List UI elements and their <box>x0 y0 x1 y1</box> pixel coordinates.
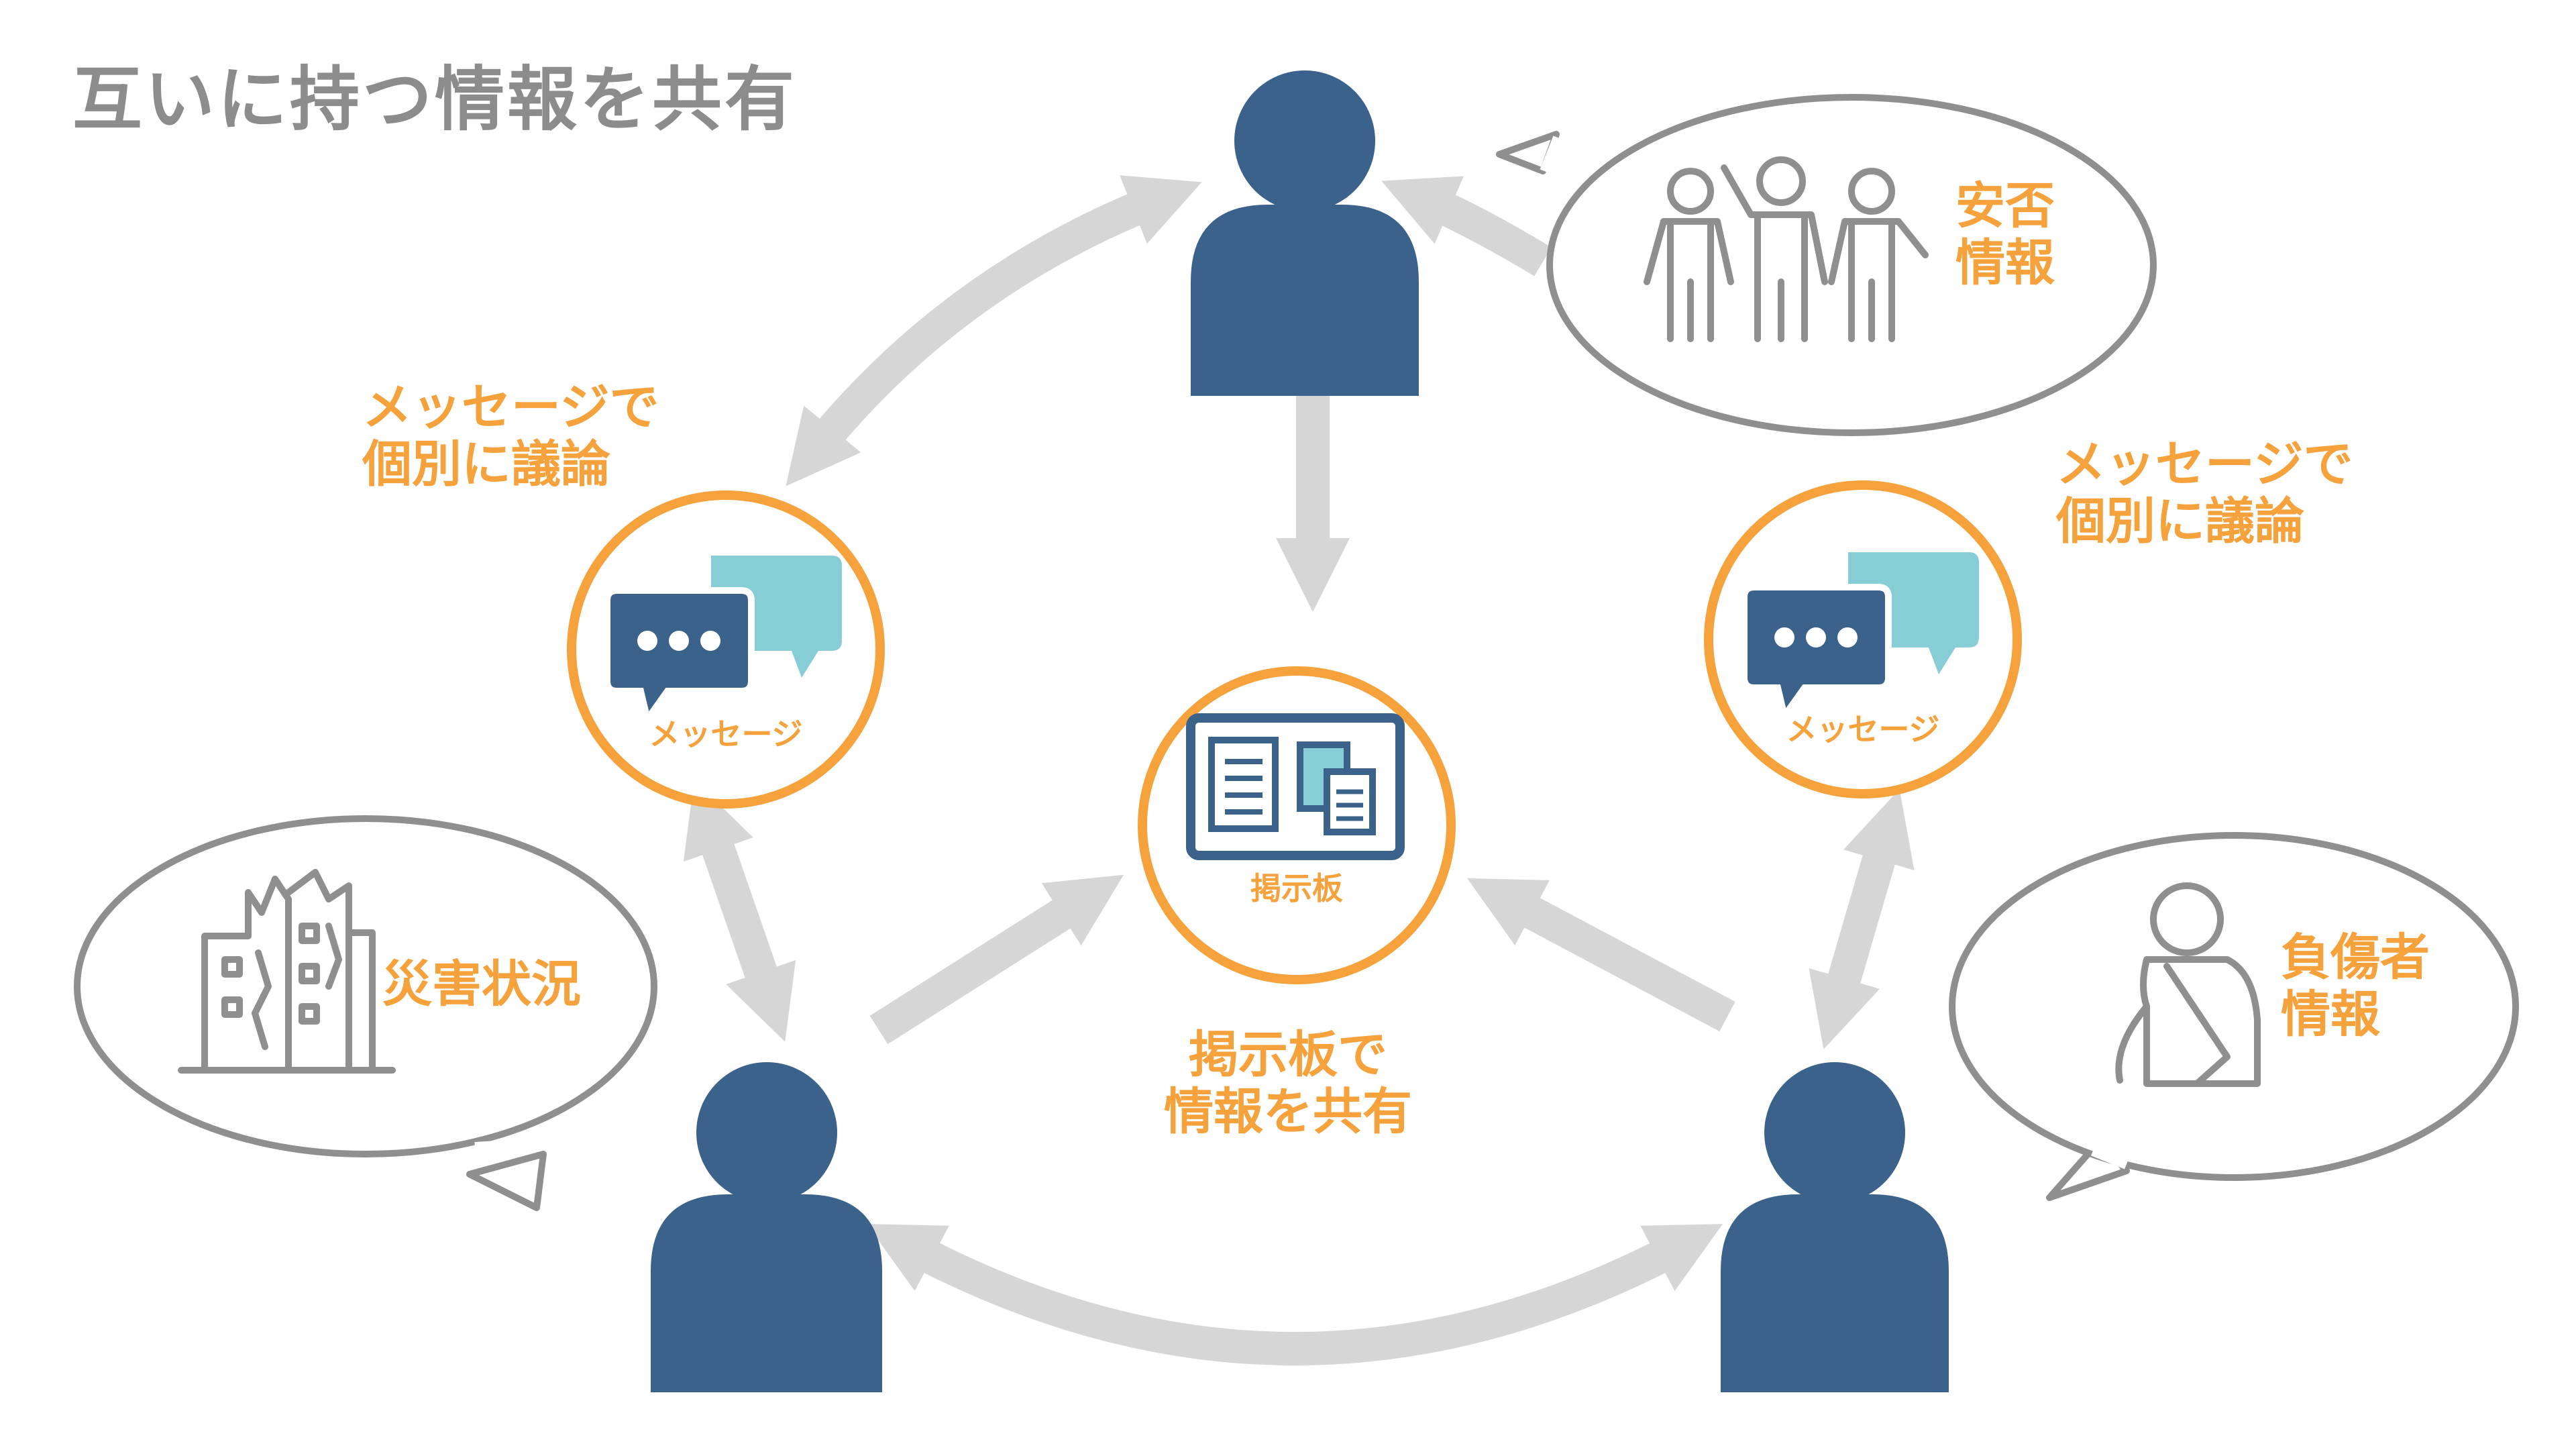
hub-board-caption: 掲示板 <box>1250 870 1343 906</box>
people-group-icon <box>1644 156 1929 342</box>
bubble-disaster-text: 災害状況 <box>382 955 581 1013</box>
hub-message-right[interactable]: メッセージ <box>1704 480 2022 798</box>
hub-message-left[interactable]: メッセージ <box>567 490 885 809</box>
label-message-left-line2: 個別に議論 <box>362 435 610 494</box>
label-message-right-line1: メッセージで <box>2056 435 2353 493</box>
bubble-disaster-label: 災害状況 <box>382 955 581 1013</box>
person-icon <box>1191 70 1419 396</box>
arrow-right-message-to-bottom-right <box>1809 789 1915 1049</box>
injured-person-icon <box>2115 882 2261 1087</box>
person-bottom-left <box>651 1062 882 1392</box>
page-title: 互いに持つ情報を共有 <box>72 58 798 140</box>
label-message-left-line1: メッセージで <box>362 378 659 436</box>
bubble-injured-line2: 情報 <box>2281 986 2380 1044</box>
person-top <box>1191 70 1419 396</box>
arrow-bubble-to-top-person <box>1381 176 1552 276</box>
arrow-bottom-people <box>866 1224 1723 1365</box>
label-message-right-line2: 個別に議論 <box>2056 492 2304 551</box>
arrow-bottom-left-to-board <box>869 874 1124 1045</box>
arrow-bottom-right-to-board <box>1467 878 1735 1032</box>
person-icon <box>1721 1062 1949 1392</box>
bulletin-board-icon <box>1186 713 1405 860</box>
bubble-safety-line2: 情報 <box>1955 234 2055 293</box>
bubble-safety-line1: 安否 <box>1955 177 2055 235</box>
label-board-line2: 情報を共有 <box>1164 1083 1412 1141</box>
person-icon <box>651 1062 882 1392</box>
arrow-left-message-to-bottom-left <box>683 780 796 1042</box>
bubble-safety-label: 安否 情報 <box>1955 177 2055 293</box>
arrows <box>683 175 1915 1365</box>
damaged-building-icon <box>178 869 396 1074</box>
label-message-right: メッセージで 個別に議論 <box>2056 435 2353 551</box>
person-bottom-right <box>1721 1062 1949 1392</box>
hub-message-right-caption: メッセージ <box>1786 711 1939 747</box>
chat-bubbles-icon <box>1741 552 1979 724</box>
chat-bubbles-icon <box>604 556 842 727</box>
label-board-line1: 掲示板で <box>1189 1026 1387 1084</box>
bubble-injured-line1: 負傷者 <box>2281 929 2430 986</box>
bubble-injured-label: 負傷者 情報 <box>2281 929 2430 1043</box>
hub-message-left-caption: メッセージ <box>649 716 802 752</box>
label-board: 掲示板で 情報を共有 <box>1154 1026 1422 1141</box>
label-message-left: メッセージで 個別に議論 <box>362 378 659 494</box>
bubble-safety-info <box>1496 94 2157 436</box>
arrow-top-to-left-message <box>786 175 1202 486</box>
bubble-injured-info <box>1949 832 2519 1201</box>
hub-board[interactable]: 掲示板 <box>1138 666 1456 984</box>
